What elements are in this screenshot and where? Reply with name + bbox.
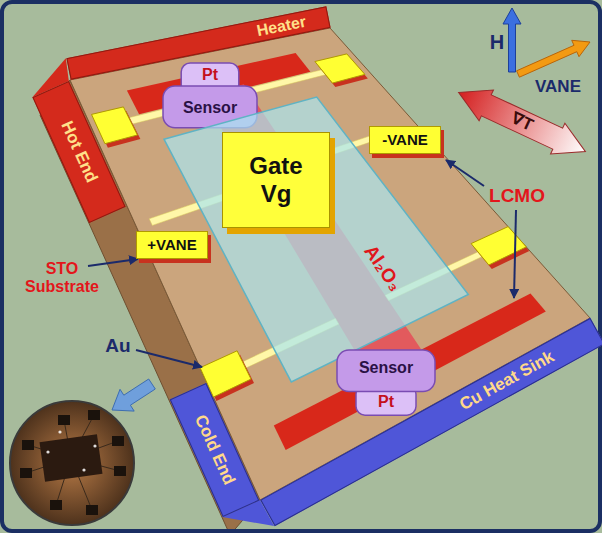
photo-pad — [58, 415, 70, 425]
pt-sensor-text: Pt — [202, 66, 218, 84]
pt-sensor-text: Sensor — [359, 359, 413, 377]
material-label: Au — [105, 335, 130, 357]
photo-speck — [93, 444, 96, 447]
voltage-pad-text: -VANE — [382, 131, 428, 148]
gate-electrode-text: Vg — [261, 180, 292, 208]
voltage-pad: -VANE — [369, 126, 441, 154]
al2o3-layer: Al₂O₃GateVg — [164, 97, 468, 382]
gold-pad — [471, 227, 526, 265]
photo-pad — [88, 410, 100, 420]
text-group: SensorPt — [336, 349, 436, 416]
photo-pad — [114, 466, 126, 476]
voltage-label: VANE — [535, 77, 581, 97]
leader-line — [446, 160, 484, 186]
text-group: +VANE — [147, 236, 196, 253]
photo-pad — [50, 500, 62, 510]
voltage-arrow — [517, 40, 590, 77]
leader-line — [136, 350, 202, 367]
substrate-label: STO Substrate — [16, 260, 108, 297]
leader-line — [88, 259, 138, 266]
text-group: GateVg — [249, 152, 302, 207]
photo-speck — [82, 468, 85, 471]
pt-sensor-text: Pt — [378, 393, 394, 411]
photo-ground — [10, 401, 134, 525]
inset-arrow — [112, 379, 155, 411]
al2o3-fill — [164, 97, 468, 382]
field-label: H — [490, 31, 504, 54]
pt-sensor: SensorPt — [336, 349, 436, 416]
photo-chip — [39, 434, 102, 482]
gold-pad — [315, 54, 365, 83]
inset-photo — [10, 401, 134, 525]
voltage-pad-text: +VANE — [147, 236, 196, 253]
material-label: LCMO — [489, 185, 545, 207]
photo-pad — [20, 468, 32, 478]
photo-pad — [112, 436, 124, 446]
photo-pad — [22, 440, 34, 450]
voltage-pad: +VANE — [136, 231, 208, 259]
photo-pad — [86, 505, 98, 515]
text-group: -VANE — [382, 131, 428, 148]
substrate-top — [70, 28, 590, 500]
gate-electrode-text: Gate — [249, 152, 302, 180]
field-arrow — [503, 8, 521, 72]
leader-line — [514, 210, 516, 298]
sensor-body — [337, 350, 435, 391]
gold-pad — [92, 107, 138, 144]
gradient-arrow-body — [451, 77, 592, 167]
photo-outline — [10, 401, 134, 525]
photo-speck — [46, 450, 49, 453]
gate-electrode: GateVg — [222, 132, 330, 228]
photo-speck — [58, 430, 61, 433]
pt-sensor-text: Sensor — [183, 99, 237, 117]
